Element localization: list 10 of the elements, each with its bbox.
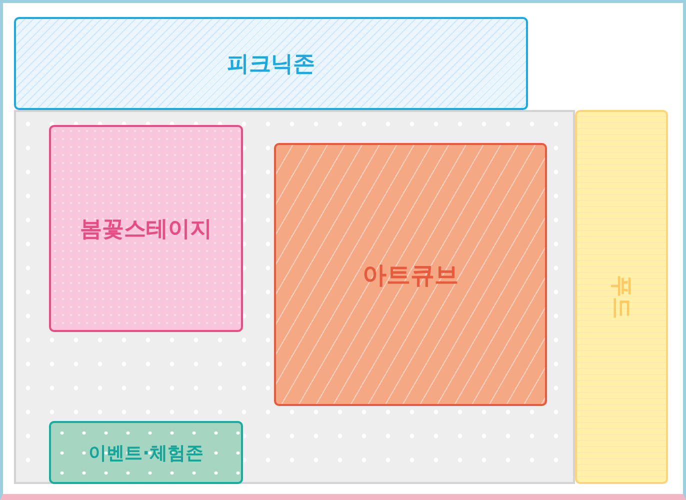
zone-label: 아트큐브 — [362, 260, 458, 290]
zone-area — [14, 17, 528, 110]
stage-area — [49, 125, 243, 332]
food-area — [575, 110, 668, 484]
zone-label: 피크닉존 — [227, 50, 315, 78]
zone-area — [49, 421, 243, 484]
zone-label: 봄꽃스테이지 — [80, 216, 212, 244]
zone-area — [274, 143, 547, 406]
zone-label: 이벤트·체험존 — [88, 442, 204, 464]
zone-label: 푸드 — [608, 275, 634, 319]
